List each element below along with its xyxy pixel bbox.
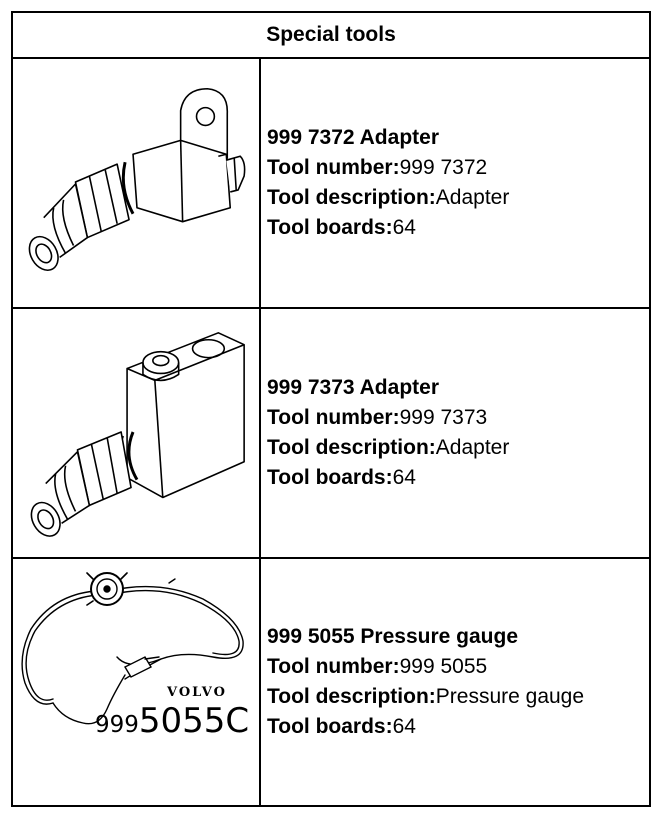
tool-boards-value: 64 <box>392 466 416 489</box>
tool-description-value: Pressure gauge <box>435 685 585 708</box>
tool-title: 999 7373 Adapter <box>267 376 439 399</box>
pressure-gauge-icon <box>21 572 244 725</box>
tool-number-line: Tool number:999 7373 <box>267 406 488 429</box>
table-header: Special tools <box>13 13 649 59</box>
tool-title: 999 5055 Pressure gauge <box>267 625 518 648</box>
tool-row-999-5055: VOLVO 9995055C 999 5055 Pressure gauge T… <box>13 559 649 805</box>
tool-number-value: 999 5055 <box>399 655 488 678</box>
block-adapter-icon <box>30 332 245 537</box>
table-title: Special tools <box>266 23 396 46</box>
tool-title: 999 7372 Adapter <box>267 126 439 149</box>
part-code: 9995055C <box>95 701 250 741</box>
tool-image-cell <box>13 309 261 557</box>
tool-boards-line: Tool boards:64 <box>267 466 416 489</box>
tool-info: 999 7373 Adapter Tool number:999 7373 To… <box>267 309 649 557</box>
tool-image-cell: VOLVO 9995055C <box>13 559 261 805</box>
tool-number-line: Tool number:999 7372 <box>267 156 488 179</box>
tool-description-value: Adapter <box>435 186 510 209</box>
tool-description-line: Tool description:Adapter <box>267 436 510 459</box>
tool-description-line: Tool description:Pressure gauge <box>267 685 585 708</box>
tool-boards-value: 64 <box>392 715 416 738</box>
volvo-logo: VOLVO <box>167 685 227 700</box>
tool-boards-line: Tool boards:64 <box>267 715 416 738</box>
special-tools-table: Special tools <box>11 11 651 807</box>
tool-info: 999 7372 Adapter Tool number:999 7372 To… <box>267 59 649 307</box>
tool-description-line: Tool description:Adapter <box>267 186 510 209</box>
tool-row-999-7372: 999 7372 Adapter Tool number:999 7372 To… <box>13 59 649 309</box>
tool-description-value: Adapter <box>435 436 510 459</box>
tool-number-value: 999 7373 <box>399 406 488 429</box>
tool-number-line: Tool number:999 5055 <box>267 655 488 678</box>
tool-info: 999 5055 Pressure gauge Tool number:999 … <box>267 559 649 805</box>
tool-boards-value: 64 <box>392 216 416 239</box>
tool-number-value: 999 7372 <box>399 156 488 179</box>
adapter-icon <box>28 87 246 271</box>
tool-boards-line: Tool boards:64 <box>267 216 416 239</box>
tool-image-cell <box>13 59 261 307</box>
tool-row-999-7373: 999 7373 Adapter Tool number:999 7373 To… <box>13 309 649 559</box>
